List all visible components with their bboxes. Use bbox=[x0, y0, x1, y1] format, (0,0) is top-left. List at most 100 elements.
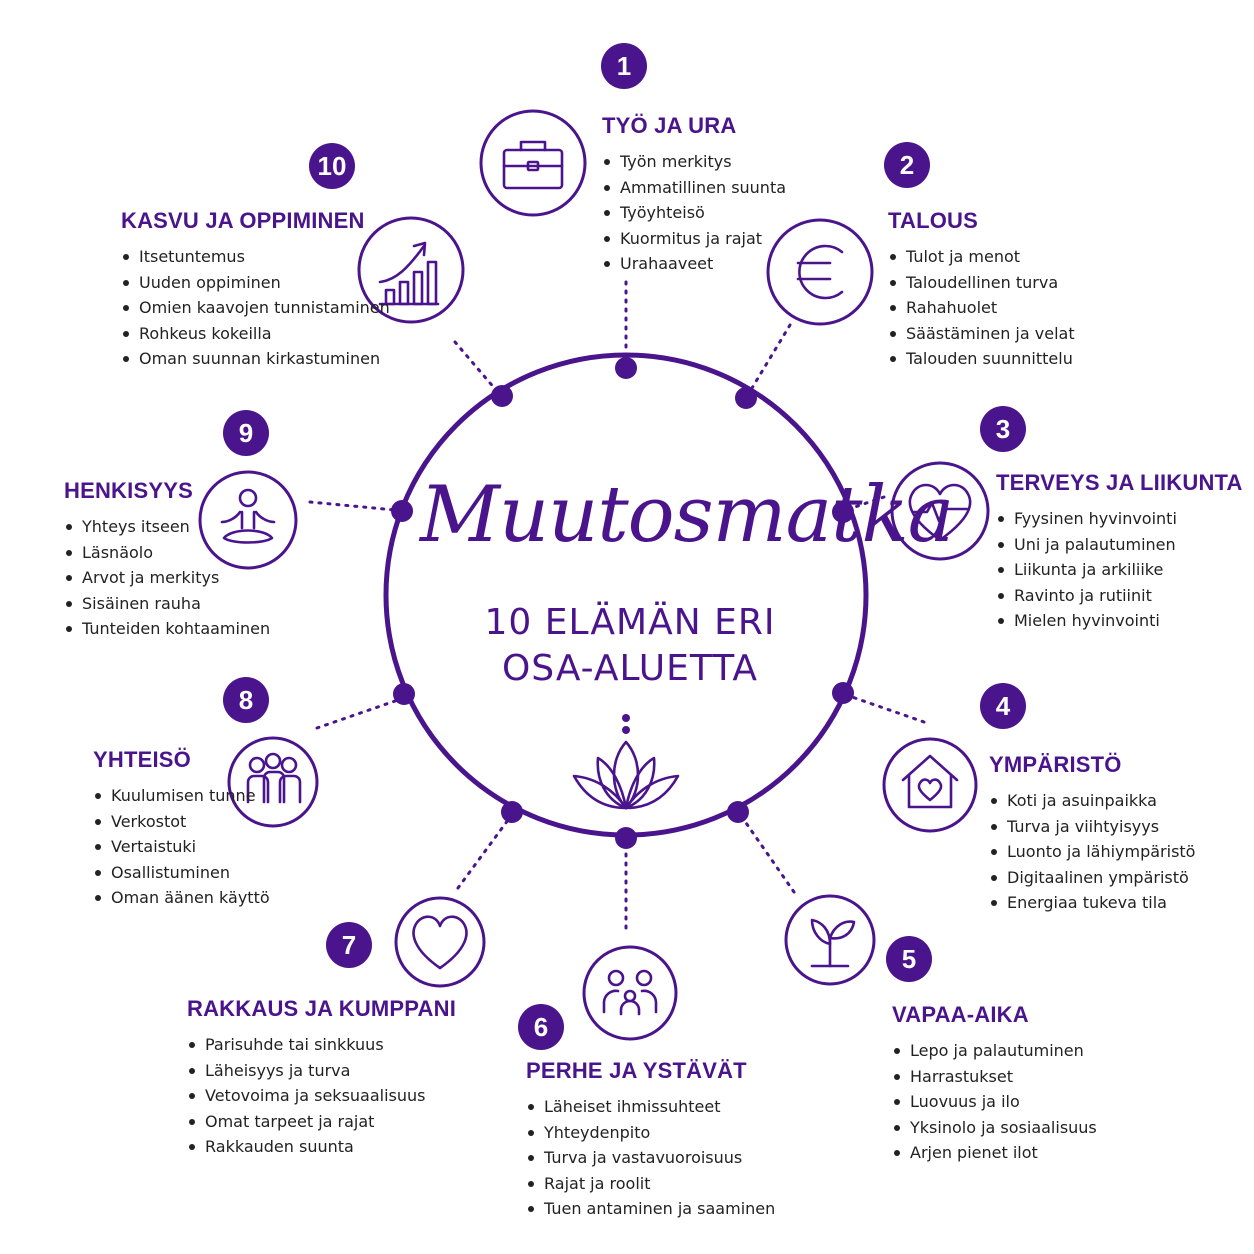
list-item: Turva ja viihtyisyys bbox=[989, 814, 1195, 840]
list-item: Itsetuntemus bbox=[121, 244, 390, 270]
area-title: YHTEISÖ bbox=[93, 747, 191, 772]
home-heart-icon bbox=[901, 754, 959, 809]
connectors bbox=[308, 280, 926, 930]
area-number-7: 7 bbox=[326, 922, 372, 968]
area-number-9: 9 bbox=[223, 410, 269, 456]
meditation-icon bbox=[220, 488, 276, 544]
area-title: HENKISYYS bbox=[64, 478, 193, 503]
area-title: TERVEYS JA LIIKUNTA bbox=[996, 470, 1243, 495]
list-item: Yksinolo ja sosiaalisuus bbox=[892, 1115, 1097, 1141]
list-item: Työn merkitys bbox=[602, 149, 786, 175]
list-item: Omat tarpeet ja rajat bbox=[187, 1109, 456, 1135]
list-item: Oman suunnan kirkastuminen bbox=[121, 346, 390, 372]
area-items: Läheiset ihmissuhteet Yhteydenpito Turva… bbox=[526, 1094, 775, 1222]
growth-chart-icon bbox=[378, 241, 440, 306]
list-item: Tunteiden kohtaaminen bbox=[64, 616, 270, 642]
briefcase-icon bbox=[502, 140, 564, 190]
list-item: Uni ja palautuminen bbox=[996, 532, 1243, 558]
area-5-vapaa-aika: VAPAA-AIKA Lepo ja palautuminen Harrastu… bbox=[892, 1002, 1097, 1166]
area-items: Koti ja asuinpaikka Turva ja viihtyisyys… bbox=[989, 788, 1195, 916]
area-number-10: 10 bbox=[309, 143, 355, 189]
subtitle-line-2: OSA-ALUETTA bbox=[501, 648, 759, 689]
list-item: Energiaa tukeva tila bbox=[989, 890, 1195, 916]
list-item: Kuulumisen tunne bbox=[93, 783, 270, 809]
list-item: Työyhteisö bbox=[602, 200, 786, 226]
list-item: Tuen antaminen ja saaminen bbox=[526, 1196, 775, 1222]
list-item: Uuden oppiminen bbox=[121, 270, 390, 296]
list-item: Ammatillinen suunta bbox=[602, 175, 786, 201]
list-item: Luovuus ja ilo bbox=[892, 1089, 1097, 1115]
list-item: Mielen hyvinvointi bbox=[996, 608, 1243, 634]
list-item: Rahahuolet bbox=[888, 295, 1075, 321]
list-item: Vertaistuki bbox=[93, 834, 270, 860]
area-number-8: 8 bbox=[223, 677, 269, 723]
area-title: TYÖ JA URA bbox=[602, 113, 737, 138]
area-items: Kuulumisen tunne Verkostot Vertaistuki O… bbox=[93, 783, 270, 911]
area-7-rakkaus-ja-kumppani: RAKKAUS JA KUMPPANI Parisuhde tai sinkku… bbox=[187, 996, 456, 1160]
list-item: Lepo ja palautuminen bbox=[892, 1038, 1097, 1064]
area-title: TALOUS bbox=[888, 208, 979, 233]
list-item: Digitaalinen ympäristö bbox=[989, 865, 1195, 891]
area-number-4: 4 bbox=[980, 683, 1026, 729]
area-items: Työn merkitys Ammatillinen suunta Työyht… bbox=[602, 149, 786, 277]
heart-pulse-icon bbox=[908, 483, 972, 542]
sprout-icon bbox=[810, 918, 856, 968]
list-item: Koti ja asuinpaikka bbox=[989, 788, 1195, 814]
area-items: Parisuhde tai sinkkuus Läheisyys ja turv… bbox=[187, 1032, 456, 1160]
area-2-talous: TALOUS Tulot ja menot Taloudellinen turv… bbox=[888, 208, 1075, 372]
list-item: Vetovoima ja seksuaalisuus bbox=[187, 1083, 456, 1109]
connector-nodes bbox=[391, 357, 854, 849]
list-item: Liikunta ja arkiliike bbox=[996, 557, 1243, 583]
list-item: Yhteydenpito bbox=[526, 1120, 775, 1146]
list-item: Taloudellinen turva bbox=[888, 270, 1075, 296]
central-circle bbox=[383, 352, 869, 838]
area-title: YMPÄRISTÖ bbox=[989, 752, 1122, 777]
area-items: Itsetuntemus Uuden oppiminen Omien kaavo… bbox=[121, 244, 390, 372]
list-item: Läsnäolo bbox=[64, 540, 270, 566]
list-item: Fyysinen hyvinvointi bbox=[996, 506, 1243, 532]
list-item: Säästäminen ja velat bbox=[888, 321, 1075, 347]
area-title: PERHE JA YSTÄVÄT bbox=[526, 1058, 747, 1083]
list-item: Läheisyys ja turva bbox=[187, 1058, 456, 1084]
list-item: Tulot ja menot bbox=[888, 244, 1075, 270]
list-item: Urahaaveet bbox=[602, 251, 786, 277]
list-item: Osallistuminen bbox=[93, 860, 270, 886]
list-item: Luonto ja lähiympäristö bbox=[989, 839, 1195, 865]
area-number-1: 1 bbox=[601, 43, 647, 89]
area-8-yhteiso: YHTEISÖ Kuulumisen tunne Verkostot Verta… bbox=[93, 747, 270, 911]
area-3-terveys-ja-liikunta: TERVEYS JA LIIKUNTA Fyysinen hyvinvointi… bbox=[996, 470, 1243, 634]
list-item: Rakkauden suunta bbox=[187, 1134, 456, 1160]
list-item: Arjen pienet ilot bbox=[892, 1140, 1097, 1166]
euro-icon bbox=[796, 244, 844, 300]
list-item: Harrastukset bbox=[892, 1064, 1097, 1090]
area-number-2: 2 bbox=[884, 142, 930, 188]
area-number-5: 5 bbox=[886, 936, 932, 982]
lotus-icon bbox=[572, 740, 680, 810]
area-6-perhe-ja-ystavat: PERHE JA YSTÄVÄT Läheiset ihmissuhteet Y… bbox=[526, 1058, 775, 1222]
area-number-6: 6 bbox=[518, 1004, 564, 1050]
list-item: Kuormitus ja rajat bbox=[602, 226, 786, 252]
family-icon bbox=[602, 969, 658, 1016]
heart-icon bbox=[412, 915, 468, 970]
area-items: Lepo ja palautuminen Harrastukset Luovuu… bbox=[892, 1038, 1097, 1166]
list-item: Turva ja vastavuoroisuus bbox=[526, 1145, 775, 1171]
area-items: Tulot ja menot Taloudellinen turva Rahah… bbox=[888, 244, 1075, 372]
list-item: Yhteys itseen bbox=[64, 514, 270, 540]
list-item: Rohkeus kokeilla bbox=[121, 321, 390, 347]
list-item: Verkostot bbox=[93, 809, 270, 835]
list-item: Arvot ja merkitys bbox=[64, 565, 270, 591]
list-item: Oman äänen käyttö bbox=[93, 885, 270, 911]
list-item: Omien kaavojen tunnistaminen bbox=[121, 295, 390, 321]
list-item: Talouden suunnittelu bbox=[888, 346, 1075, 372]
area-4-ymparisto: YMPÄRISTÖ Koti ja asuinpaikka Turva ja v… bbox=[989, 752, 1195, 916]
list-item: Ravinto ja rutiinit bbox=[996, 583, 1243, 609]
area-1-tyo-ja-ura: TYÖ JA URA Työn merkitys Ammatillinen su… bbox=[602, 113, 786, 277]
community-icon bbox=[246, 752, 302, 804]
list-item: Sisäinen rauha bbox=[64, 591, 270, 617]
area-items: Fyysinen hyvinvointi Uni ja palautuminen… bbox=[996, 506, 1243, 634]
list-item: Parisuhde tai sinkkuus bbox=[187, 1032, 456, 1058]
area-title: VAPAA-AIKA bbox=[892, 1002, 1029, 1027]
subtitle-line-1: 10 ELÄMÄN ERI bbox=[484, 602, 776, 643]
